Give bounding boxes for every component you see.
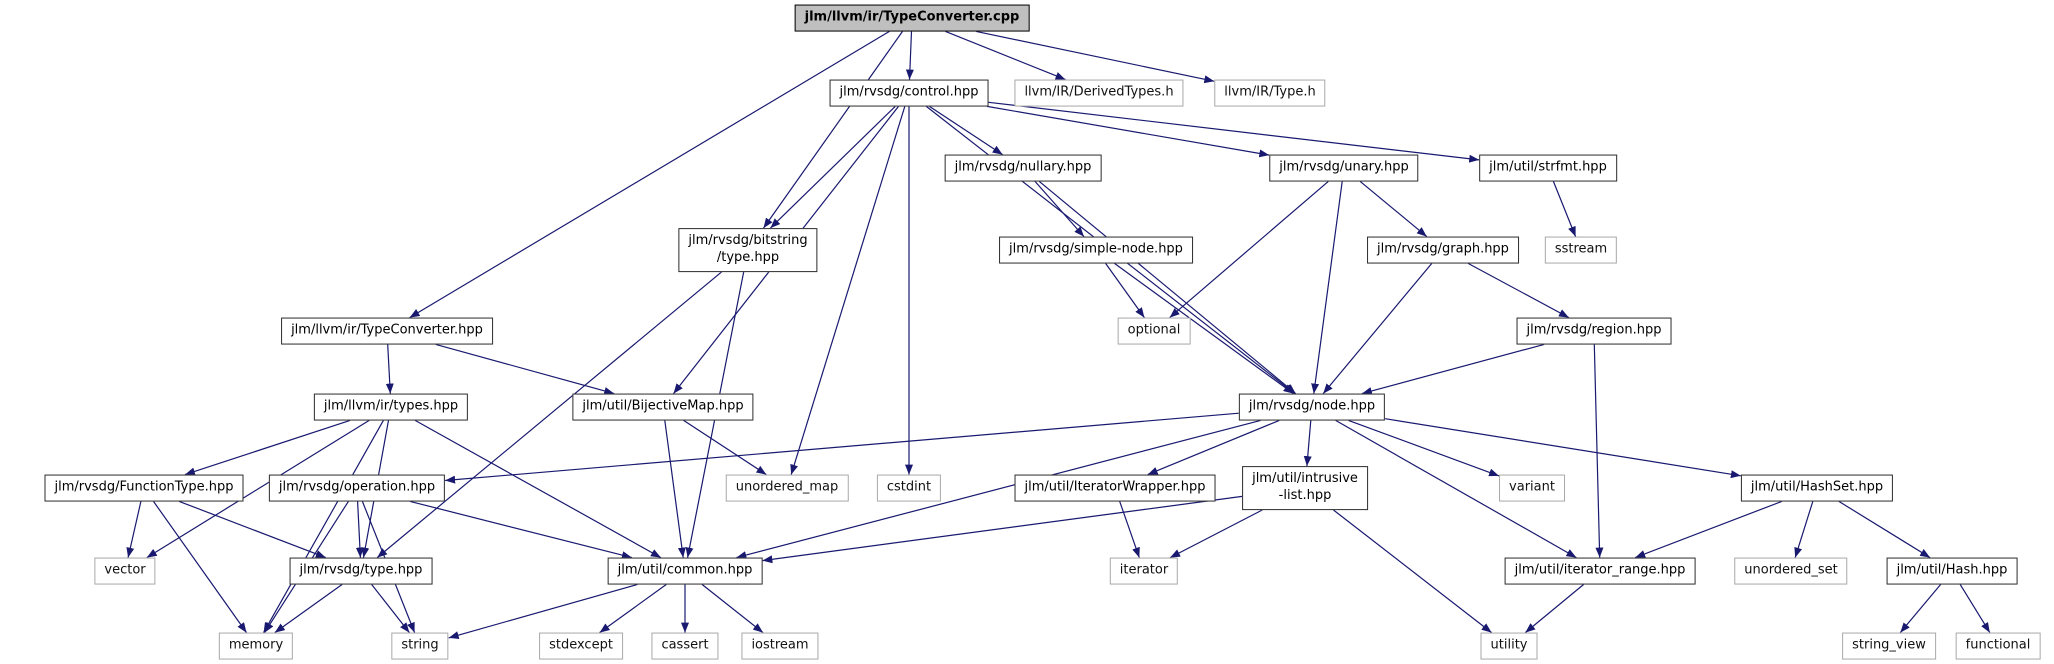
graph-node-common[interactable]: jlm/util/common.hpp bbox=[607, 557, 763, 585]
edge-operation-common bbox=[409, 500, 633, 560]
edge-rtype-string bbox=[371, 584, 410, 633]
edge-tc_hpp-bijective bbox=[435, 343, 615, 395]
edge-iterwrap-iterator bbox=[1119, 501, 1140, 558]
graph-node-unary[interactable]: jlm/rvsdg/unary.hpp bbox=[1269, 154, 1419, 182]
graph-node-string: string bbox=[391, 632, 449, 660]
edge-functype-vector bbox=[126, 501, 142, 558]
edge-types-functype bbox=[184, 419, 351, 476]
edge-hash-functional bbox=[1959, 584, 1991, 633]
graph-node-graph[interactable]: jlm/rvsdg/graph.hpp bbox=[1367, 236, 1519, 264]
edge-bijective-umap bbox=[683, 419, 767, 476]
graph-node-optional: optional bbox=[1117, 317, 1191, 345]
edge-unary-optional bbox=[1169, 180, 1329, 319]
graph-node-strview: string_view bbox=[1842, 632, 1936, 660]
edge-cpp-derived bbox=[945, 30, 1066, 81]
edge-bijective-common bbox=[664, 420, 686, 558]
edge-intrusive-utility bbox=[1332, 509, 1492, 634]
graph-node-iterrange[interactable]: jlm/util/iterator_range.hpp bbox=[1504, 557, 1696, 585]
graph-node-stdexcept: stdexcept bbox=[539, 632, 623, 660]
graph-node-types[interactable]: jlm/llvm/ir/types.hpp bbox=[313, 393, 469, 421]
edge-control-unary bbox=[986, 105, 1270, 158]
graph-node-sstream: sstream bbox=[1544, 236, 1618, 264]
edge-hashset-uset bbox=[1794, 501, 1814, 558]
graph-node-derived: llvm/IR/DerivedTypes.h bbox=[1014, 79, 1184, 107]
graph-node-cassert: cassert bbox=[651, 632, 719, 660]
graph-node-cpp-root: jlm/llvm/ir/TypeConverter.cpp bbox=[794, 4, 1030, 32]
edge-functype-rtype bbox=[178, 500, 327, 559]
edge-cpp-control bbox=[905, 31, 914, 80]
graph-node-rtype[interactable]: jlm/rvsdg/type.hpp bbox=[289, 557, 433, 585]
edge-control-umap bbox=[790, 106, 906, 475]
graph-node-iterwrap[interactable]: jlm/util/IteratorWrapper.hpp bbox=[1014, 474, 1216, 502]
edge-nullary-simple bbox=[1034, 181, 1085, 237]
edge-node-operation bbox=[445, 412, 1239, 484]
edge-nullary-node bbox=[1038, 180, 1297, 395]
edge-common-stdexcept bbox=[599, 583, 667, 634]
edge-node-hashset bbox=[1385, 418, 1741, 479]
edge-functype-memory bbox=[153, 501, 247, 633]
graph-node-hashset[interactable]: jlm/util/HashSet.hpp bbox=[1740, 474, 1894, 502]
graph-node-variant: variant bbox=[1499, 474, 1565, 502]
edge-intrusive-iterator bbox=[1169, 509, 1263, 559]
graph-node-bijective[interactable]: jlm/util/BijectiveMap.hpp bbox=[572, 393, 754, 421]
graph-node-iostream: iostream bbox=[741, 632, 819, 660]
edge-operation-rtype bbox=[355, 501, 364, 558]
graph-node-functype[interactable]: jlm/rvsdg/FunctionType.hpp bbox=[44, 474, 244, 502]
edge-region-node bbox=[1361, 343, 1545, 395]
graph-node-iterator: iterator bbox=[1109, 557, 1179, 585]
edge-common-string bbox=[448, 583, 638, 640]
graph-node-strfmt[interactable]: jlm/util/strfmt.hpp bbox=[1479, 154, 1617, 182]
edge-strfmt-sstream bbox=[1552, 181, 1577, 237]
edge-hashset-hash bbox=[1838, 500, 1931, 559]
edge-hash-strview bbox=[1899, 584, 1942, 633]
graph-node-bittype[interactable]: jlm/rvsdg/bitstring /type.hpp bbox=[678, 228, 818, 272]
graph-node-nullary[interactable]: jlm/rvsdg/nullary.hpp bbox=[944, 154, 1102, 182]
edge-control-strfmt bbox=[988, 101, 1480, 163]
graph-node-control[interactable]: jlm/rvsdg/control.hpp bbox=[829, 79, 989, 107]
graph-node-memory: memory bbox=[218, 632, 294, 660]
graph-node-hash[interactable]: jlm/util/Hash.hpp bbox=[1886, 557, 2018, 585]
edge-graph-node bbox=[1322, 263, 1433, 394]
graph-node-tc_hpp[interactable]: jlm/llvm/ir/TypeConverter.hpp bbox=[281, 317, 493, 345]
edge-cpp-bittype bbox=[763, 31, 903, 229]
graph-node-utility: utility bbox=[1480, 632, 1538, 660]
graph-node-cstdint: cstdint bbox=[876, 474, 942, 502]
edge-graph-region bbox=[1467, 262, 1570, 319]
edge-cpp-tc_hpp bbox=[409, 30, 890, 319]
graph-node-functional: functional bbox=[1955, 632, 2041, 660]
edge-common-iostream bbox=[701, 583, 764, 634]
edge-iterrange-utility bbox=[1524, 583, 1585, 634]
graph-node-node[interactable]: jlm/rvsdg/node.hpp bbox=[1238, 393, 1386, 421]
graph-node-type_h: llvm/IR/Type.h bbox=[1214, 79, 1326, 107]
edge-hashset-iterrange bbox=[1634, 500, 1783, 559]
edge-simple-optional bbox=[1105, 263, 1145, 318]
graph-node-umap: unordered_map bbox=[725, 474, 849, 502]
graph-node-intrusive[interactable]: jlm/util/intrusive -list.hpp bbox=[1242, 466, 1368, 510]
edge-types-memory bbox=[263, 420, 384, 633]
graph-node-region[interactable]: jlm/rvsdg/region.hpp bbox=[1516, 317, 1672, 345]
edge-control-bittype bbox=[769, 105, 896, 229]
edge-tc_hpp-types bbox=[385, 344, 394, 394]
graph-node-uset: unordered_set bbox=[1734, 557, 1848, 585]
graph-node-operation[interactable]: jlm/rvsdg/operation.hpp bbox=[268, 474, 446, 502]
graph-node-vector: vector bbox=[94, 557, 156, 585]
edge-intrusive-common bbox=[762, 495, 1243, 564]
graph-node-simple[interactable]: jlm/rvsdg/simple-node.hpp bbox=[999, 236, 1193, 264]
edge-region-iterrange bbox=[1593, 344, 1604, 558]
edge-control-nullary bbox=[929, 105, 1003, 156]
edge-cpp-type_h bbox=[976, 30, 1215, 84]
edge-node-intrusive bbox=[1303, 420, 1312, 467]
edge-node-variant bbox=[1348, 419, 1500, 477]
edge-types-common bbox=[414, 419, 662, 559]
edge-rtype-memory bbox=[274, 583, 343, 634]
edge-unary-graph bbox=[1359, 180, 1428, 238]
edge-unary-node bbox=[1311, 181, 1343, 394]
